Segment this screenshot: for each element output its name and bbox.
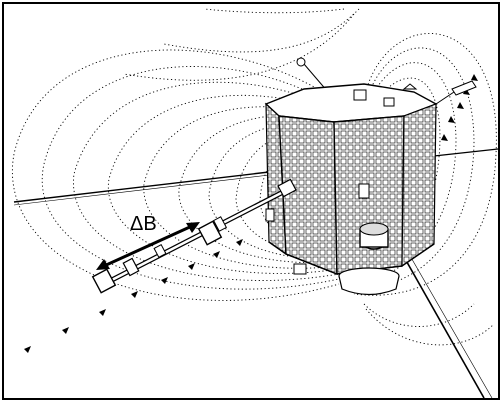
field-line-arrowheads-left: [24, 239, 243, 353]
field-line-arrowheads-right: [441, 74, 478, 141]
delta-b-label: ΔB: [130, 213, 157, 235]
delta-b-arrow: ΔB: [96, 213, 200, 270]
magnetometer-boom: [91, 178, 297, 294]
spacecraft-field-diagram: ΔB: [11, 8, 498, 398]
spacecraft-body: [264, 80, 477, 296]
